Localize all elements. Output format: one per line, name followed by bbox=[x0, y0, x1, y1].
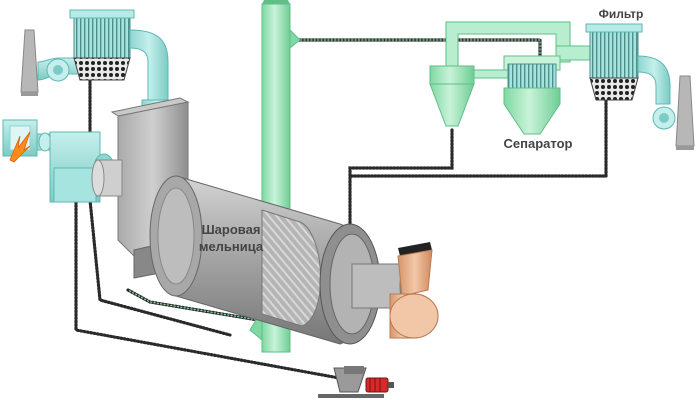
filter-label: Фильтр bbox=[599, 7, 644, 21]
separator-label: Сепаратор bbox=[504, 136, 573, 151]
motor-icon bbox=[318, 366, 394, 398]
separator-unit bbox=[429, 21, 597, 135]
mill-label-line1: Шаровая bbox=[202, 222, 261, 237]
feeder bbox=[389, 242, 439, 339]
right-chimney bbox=[675, 75, 695, 150]
left-chimney bbox=[20, 29, 39, 96]
ball-mill-drum bbox=[149, 175, 417, 345]
flame-icon bbox=[9, 131, 31, 163]
mill-label-line2: мельница bbox=[199, 239, 264, 254]
right-filter bbox=[585, 23, 676, 130]
top-left-filter bbox=[37, 9, 169, 109]
